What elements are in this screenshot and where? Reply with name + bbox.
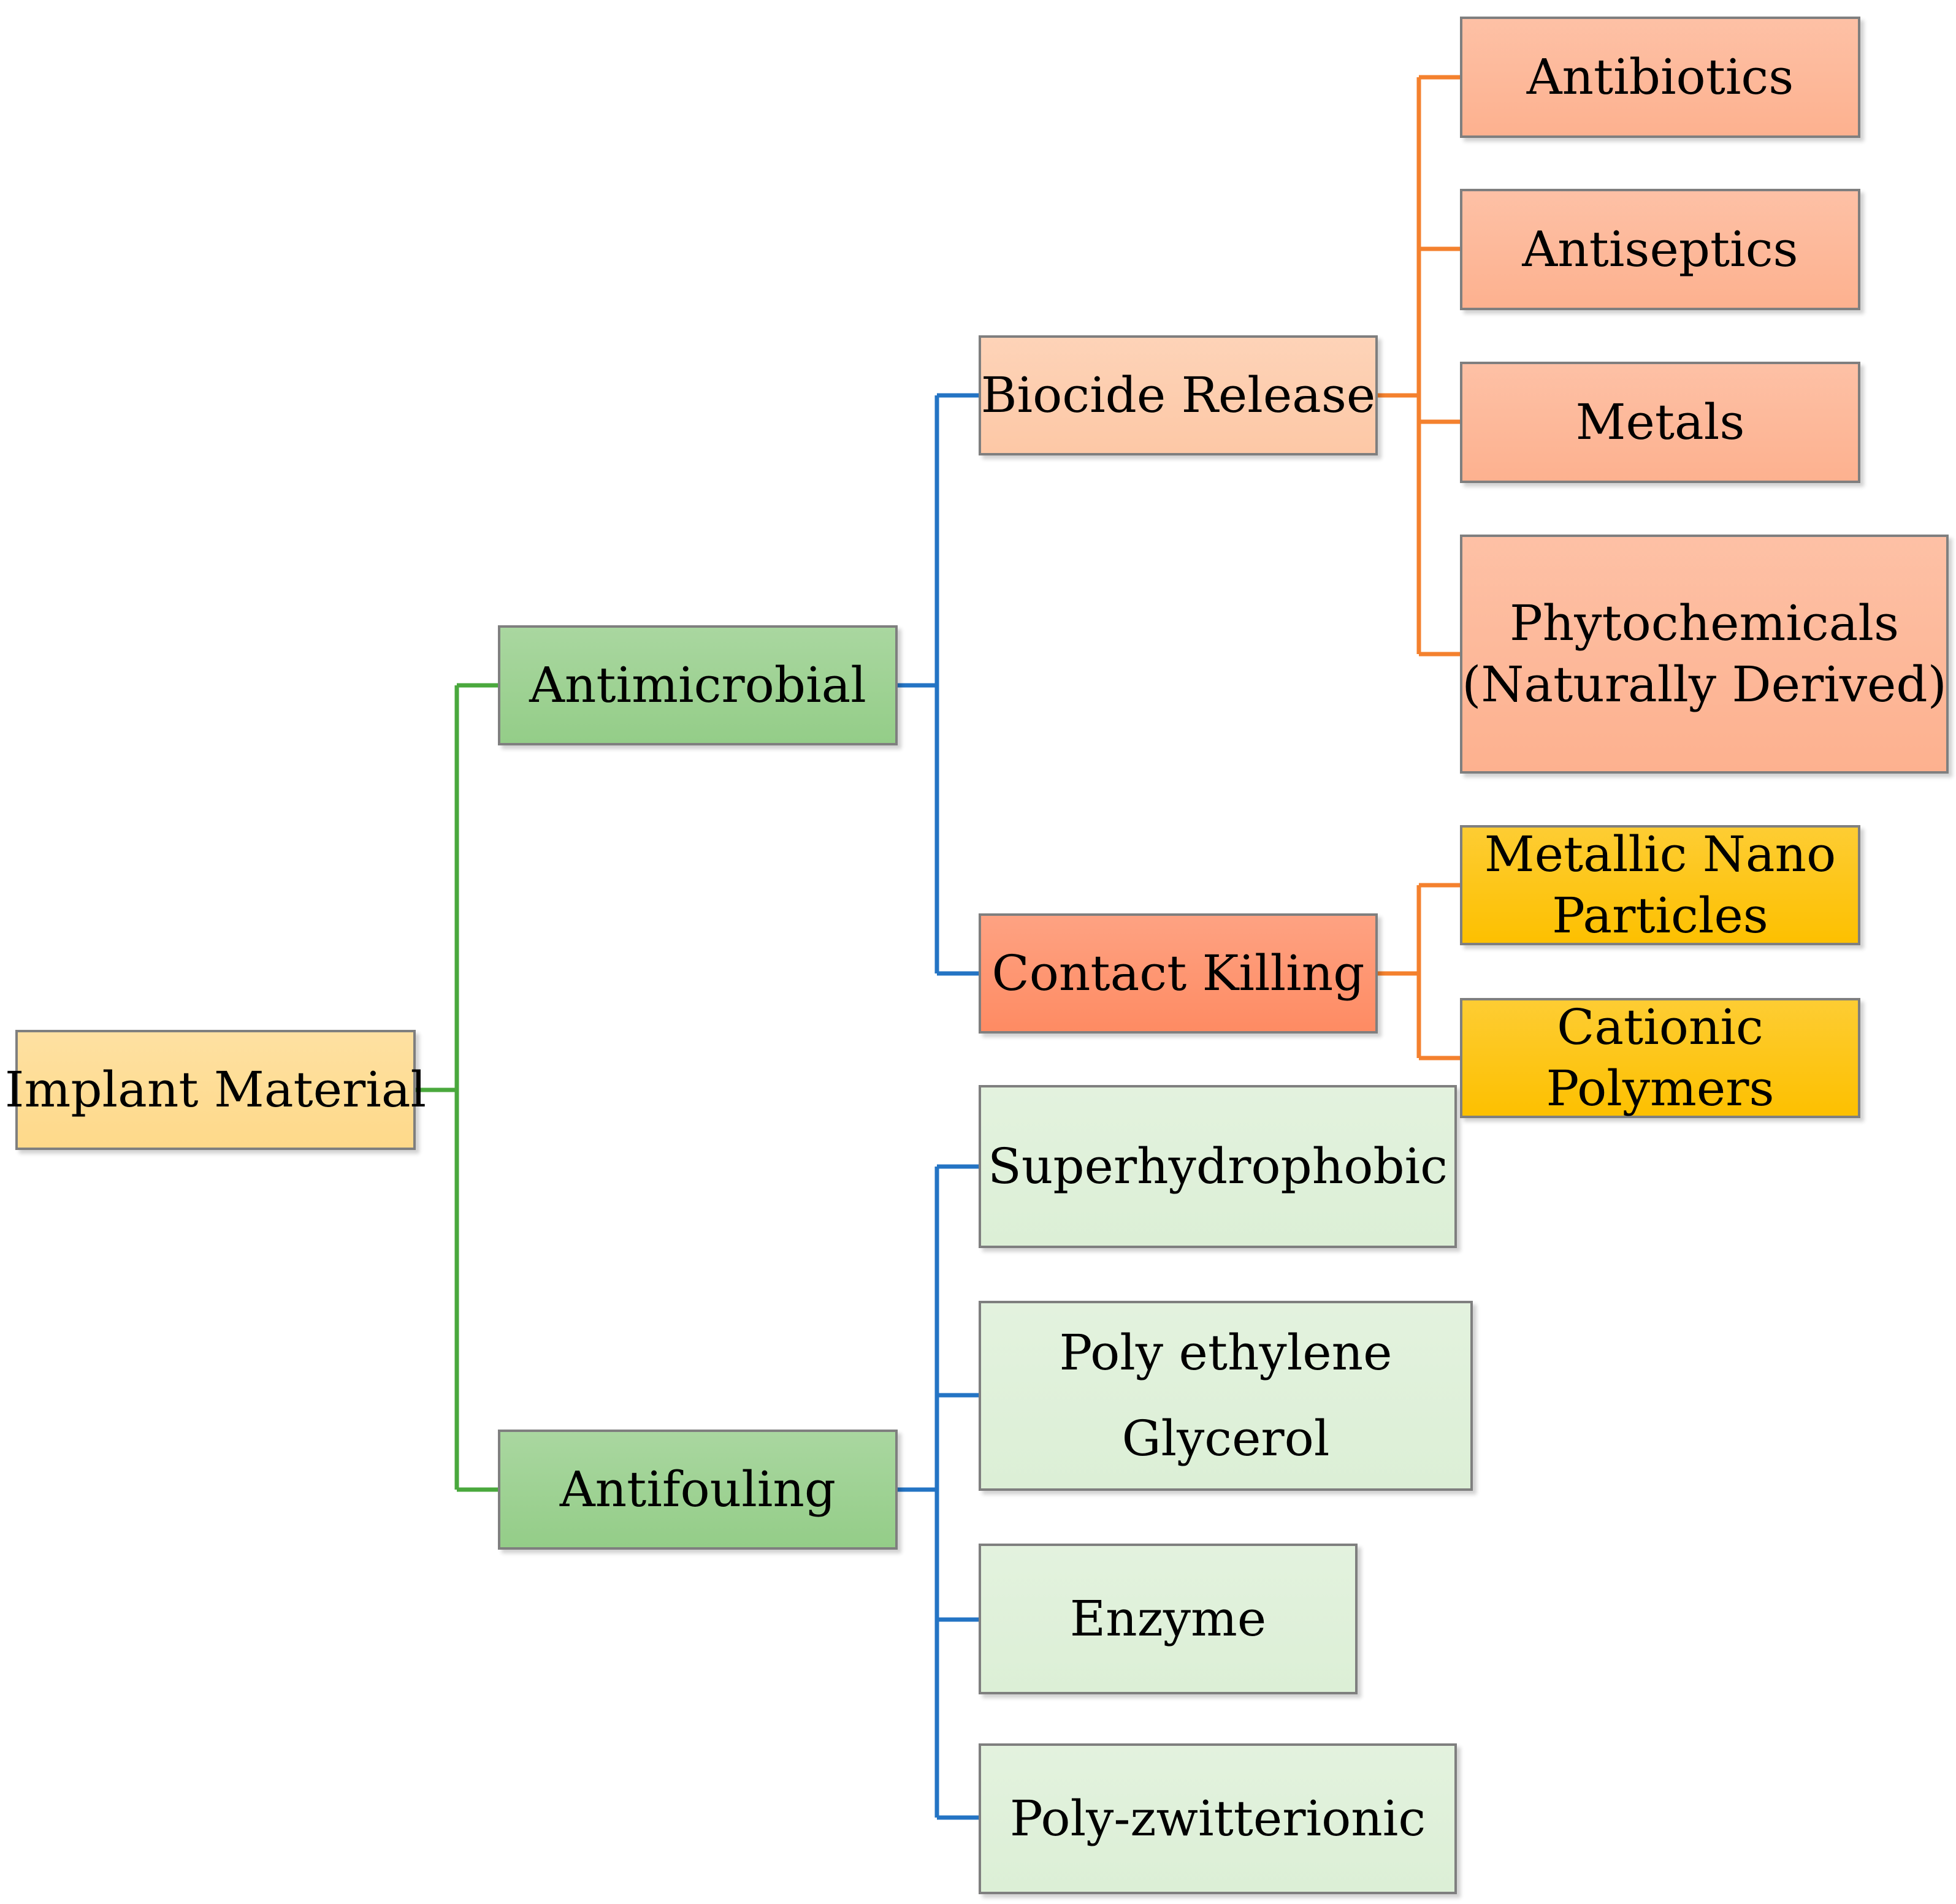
- node-poly-ethylene-glycerol: Poly ethylene Glycerol: [979, 1301, 1473, 1491]
- node-metallic-nano-particles: Metallic Nano Particles: [1460, 825, 1860, 945]
- node-antibiotics: Antibiotics: [1460, 17, 1860, 138]
- node-label-line-2: Glycerol: [1121, 1410, 1330, 1467]
- node-implant-material: Implant Material: [5, 1030, 426, 1150]
- connector-root: [416, 683, 498, 1492]
- node-phytochemicals: Phytochemicals (Naturally Derived): [1460, 535, 1949, 774]
- node-biocide-release: Biocide Release: [979, 335, 1378, 455]
- node-label-line-1: Metallic Nano: [1484, 826, 1836, 883]
- node-antiseptics: Antiseptics: [1460, 189, 1860, 310]
- node-label-line-2: Particles: [1552, 887, 1768, 944]
- node-label-line-1: Poly ethylene: [1059, 1324, 1393, 1381]
- node-label: Antiseptics: [1522, 221, 1798, 278]
- node-label: Antimicrobial: [529, 657, 866, 714]
- node-poly-zwitterionic: Poly-zwitterionic: [979, 1743, 1457, 1894]
- node-label: Contact Killing: [991, 945, 1365, 1002]
- node-contact-killing: Contact Killing: [979, 913, 1378, 1034]
- node-label: Superhydrophobic: [988, 1138, 1448, 1195]
- node-label: Metals: [1575, 394, 1745, 451]
- node-label-line-1: Cationic: [1557, 999, 1763, 1056]
- node-label-line-2: (Naturally Derived): [1462, 656, 1947, 713]
- node-label: Antibiotics: [1526, 48, 1794, 105]
- node-label-line-2: Polymers: [1546, 1060, 1775, 1117]
- node-metals: Metals: [1460, 362, 1860, 483]
- connector-antifouling: [898, 1164, 979, 1820]
- connector-biocide-release: [1378, 75, 1460, 657]
- node-label: Implant Material: [4, 1061, 427, 1118]
- node-antifouling: Antifouling: [498, 1430, 898, 1550]
- node-label: Enzyme: [1069, 1590, 1267, 1647]
- node-cationic-polymers: Cationic Polymers: [1460, 998, 1860, 1118]
- node-superhydrophobic: Superhydrophobic: [979, 1085, 1457, 1248]
- node-enzyme: Enzyme: [979, 1544, 1358, 1694]
- node-label: Biocide Release: [980, 367, 1376, 424]
- connector-antimicrobial: [898, 393, 979, 976]
- node-antimicrobial: Antimicrobial: [498, 625, 898, 745]
- node-label: Poly-zwitterionic: [1009, 1790, 1426, 1847]
- connector-contact-killing: [1378, 883, 1460, 1061]
- node-label: Antifouling: [559, 1461, 836, 1518]
- node-label-line-1: Phytochemicals: [1509, 595, 1900, 652]
